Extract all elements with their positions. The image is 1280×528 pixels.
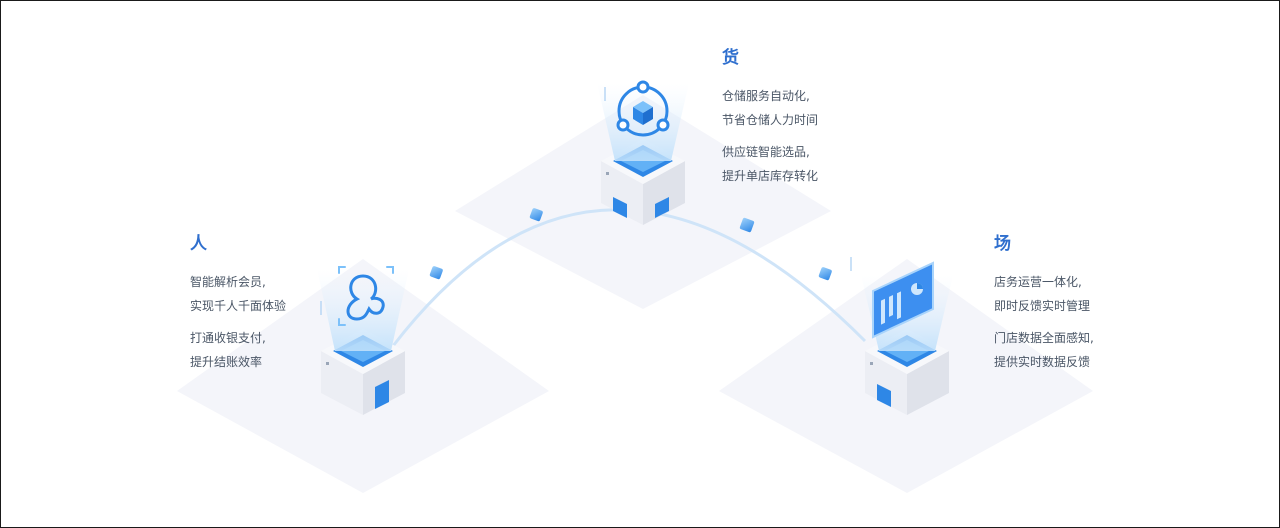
feature-group: 仓储服务自动化, 节省仓储人力时间 — [722, 84, 818, 132]
section-title: 货 — [722, 48, 739, 68]
feature-group: 智能解析会员, 实现千人千面体验 — [190, 270, 286, 318]
cube-node-1 — [429, 266, 443, 280]
feature-line: 打通收银支付, — [190, 331, 266, 345]
cube-node-2 — [529, 208, 543, 222]
feature-line: 供应链智能选品, — [722, 145, 810, 159]
feature-group: 店务运营一体化, 即时反馈实时管理 — [994, 270, 1094, 318]
section-chang: 场 店务运营一体化, 即时反馈实时管理 门店数据全面感知, 提供实时数据反馈 — [994, 229, 1094, 382]
section-title: 人 — [190, 234, 207, 254]
person-icon — [338, 266, 394, 326]
feature-line: 智能解析会员, — [190, 275, 266, 289]
feature-group: 门店数据全面感知, 提供实时数据反馈 — [994, 326, 1094, 374]
section-ren: 人 智能解析会员, 实现千人千面体验 打通收银支付, 提升结账效率 — [190, 229, 286, 382]
feature-group: 打通收银支付, 提升结账效率 — [190, 326, 286, 374]
section-huo: 货 仓储服务自动化, 节省仓储人力时间 供应链智能选品, 提升单店库存转化 — [722, 43, 818, 196]
cube-node-4 — [818, 267, 832, 281]
feature-line: 店务运营一体化, — [994, 275, 1082, 289]
feature-line: 实现千人千面体验 — [190, 299, 287, 313]
feature-line: 节省仓储人力时间 — [722, 113, 819, 127]
light-beam-left — [317, 269, 409, 351]
dashboard-chart-icon — [872, 261, 934, 339]
feature-line: 门店数据全面感知, — [994, 331, 1094, 345]
network-cube-icon — [616, 80, 670, 137]
feature-group: 供应链智能选品, 提升单店库存转化 — [722, 140, 818, 188]
section-title: 场 — [994, 234, 1011, 254]
feature-line: 即时反馈实时管理 — [994, 299, 1091, 313]
feature-line: 仓储服务自动化, — [722, 89, 810, 103]
feature-line: 提供实时数据反馈 — [994, 355, 1091, 369]
feature-line: 提升结账效率 — [190, 355, 263, 369]
feature-line: 提升单店库存转化 — [722, 169, 819, 183]
cube-node-3 — [739, 217, 755, 233]
